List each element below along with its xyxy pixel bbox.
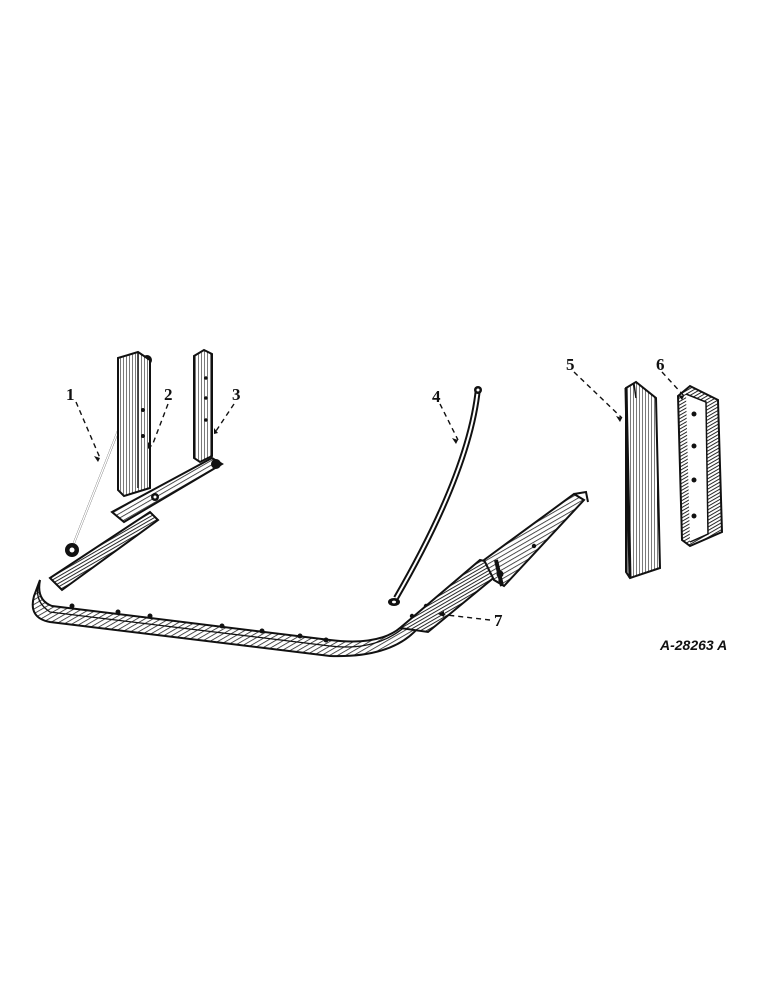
leader-6 <box>661 371 685 397</box>
leader-2 <box>151 403 169 447</box>
callout-1: 1 <box>66 385 75 404</box>
callout-2: 2 <box>164 385 173 404</box>
callout-5: 5 <box>566 355 575 374</box>
callout-3: 3 <box>232 385 241 404</box>
part-4-brace-rod <box>388 386 482 606</box>
leader-1 <box>75 401 101 459</box>
part-7-frame <box>31 490 589 658</box>
part-2-bracket <box>117 350 151 498</box>
part-6-channel-plate <box>676 384 724 548</box>
callout-7: 7 <box>494 611 503 630</box>
part-3-support <box>110 348 224 524</box>
leader-4 <box>439 403 459 441</box>
part-5-plate <box>624 380 662 580</box>
callout-6: 6 <box>656 355 665 374</box>
leader-5 <box>573 371 623 419</box>
leader-lines <box>75 371 685 621</box>
callout-4: 4 <box>432 387 441 406</box>
leader-3 <box>213 403 235 435</box>
figure-code: A-28263 A <box>659 637 727 653</box>
callout-labels: 1 2 3 4 5 6 7 <box>66 355 665 630</box>
